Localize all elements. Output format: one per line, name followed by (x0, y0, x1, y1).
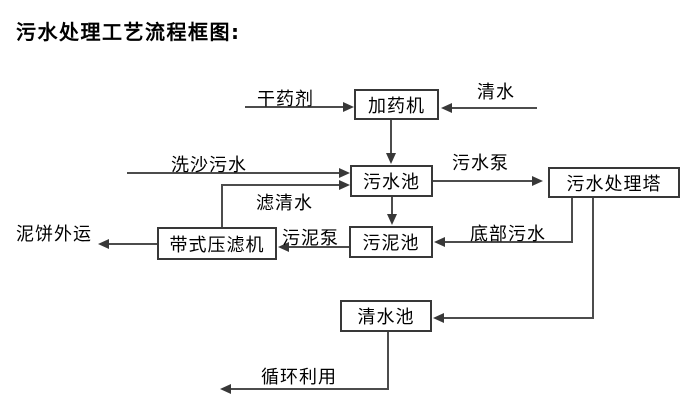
edge-label-sewage-pump: 污水泵 (452, 153, 509, 174)
arrowhead-bottom-sewage (434, 237, 445, 247)
arrowhead-clean-water (441, 103, 452, 113)
arrowhead-dosing-to-sewage (386, 153, 396, 164)
line-sewage-to-sludge (391, 197, 393, 215)
arrowhead-dry-agent (343, 102, 354, 112)
line-bottom-sewage-vertical (571, 198, 573, 243)
arrowhead-filtered-water (339, 180, 350, 190)
line-filtered-water-vertical (221, 184, 223, 227)
edge-label-bottom-sewage: 底部污水 (470, 224, 546, 245)
line-dosing-to-sewage (390, 120, 392, 154)
diagram-title: 污水处理工艺流程框图: (16, 20, 241, 44)
edge-label-filtered-water: 滤清水 (256, 193, 313, 214)
line-sewage-pump (433, 180, 533, 182)
arrowhead-sand-washing-sewage (339, 168, 350, 178)
node-dosing-machine: 加药机 (354, 89, 439, 120)
line-mud-cake (109, 243, 157, 245)
line-sand-washing-sewage (127, 172, 340, 174)
line-tower-to-clean-pool-horizontal (444, 317, 594, 319)
node-sewage-pool: 污水池 (350, 165, 433, 197)
arrowhead-sewage-pump (532, 176, 543, 186)
line-dry-agent (245, 106, 343, 108)
line-recycling-horizontal (231, 388, 389, 390)
line-sludge-pump (289, 246, 349, 248)
arrowhead-sewage-to-sludge (387, 214, 397, 225)
arrowhead-tower-to-clean-pool (433, 313, 444, 323)
arrowhead-recycling (220, 384, 231, 394)
line-filtered-water-horizontal (221, 184, 340, 186)
edge-label-mud-cake-outbound: 泥饼外运 (16, 224, 92, 245)
arrowhead-sludge-pump (278, 242, 289, 252)
node-belt-filter-press: 带式压滤机 (157, 227, 277, 260)
node-sewage-treatment-tower: 污水处理塔 (548, 167, 680, 198)
edge-label-sand-washing-sewage: 洗沙污水 (171, 155, 247, 176)
node-clean-water-pool: 清水池 (340, 300, 432, 332)
edge-label-clean-water: 清水 (477, 82, 515, 103)
edge-label-dry-agent: 干药剂 (257, 89, 314, 110)
edge-label-sludge-pump: 污泥泵 (282, 228, 339, 249)
node-sludge-pool: 污泥池 (349, 226, 433, 258)
line-recycling-vertical (387, 332, 389, 390)
line-clean-water (451, 107, 537, 109)
edge-label-recycling: 循环利用 (261, 367, 337, 388)
line-tower-to-clean-pool-vertical (592, 198, 594, 319)
arrowhead-mud-cake (98, 239, 109, 249)
line-bottom-sewage-horizontal (445, 241, 573, 243)
